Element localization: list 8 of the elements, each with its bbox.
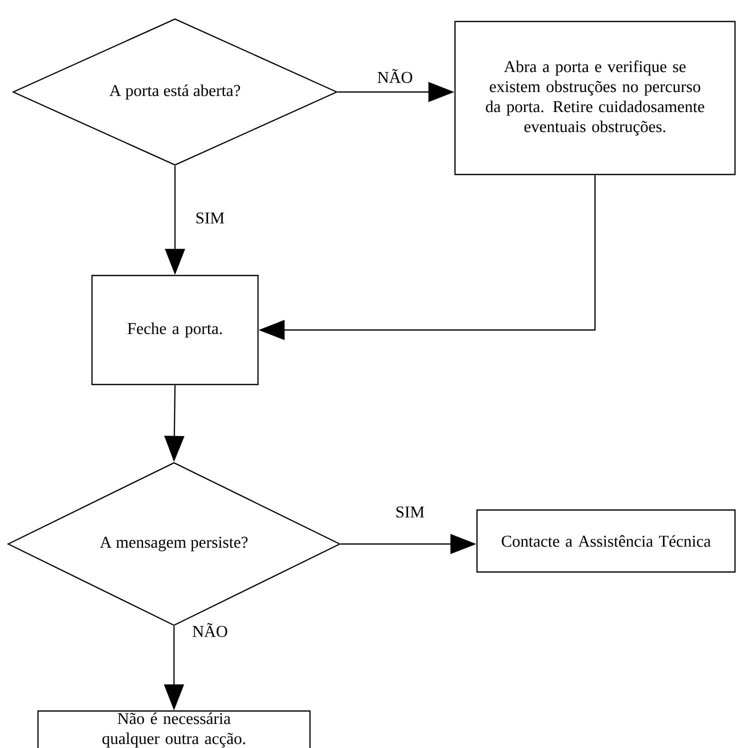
process-box: Abra a porta e verifique se existem obstruções no percurso da porta. Retire cuidadosamente eventuais obstruções.	[454, 20, 736, 176]
edge-label: SIM	[196, 212, 224, 224]
process-box: Não é necessária qualquer outra acção.	[37, 710, 311, 748]
process-box: Feche a porta.	[91, 274, 259, 386]
edge-label: NÃO	[378, 69, 412, 83]
process-box: Contacte a Assistência Técnica	[476, 509, 736, 573]
edge-label: NÃO	[192, 623, 228, 637]
edge-label: SIM	[396, 506, 424, 518]
